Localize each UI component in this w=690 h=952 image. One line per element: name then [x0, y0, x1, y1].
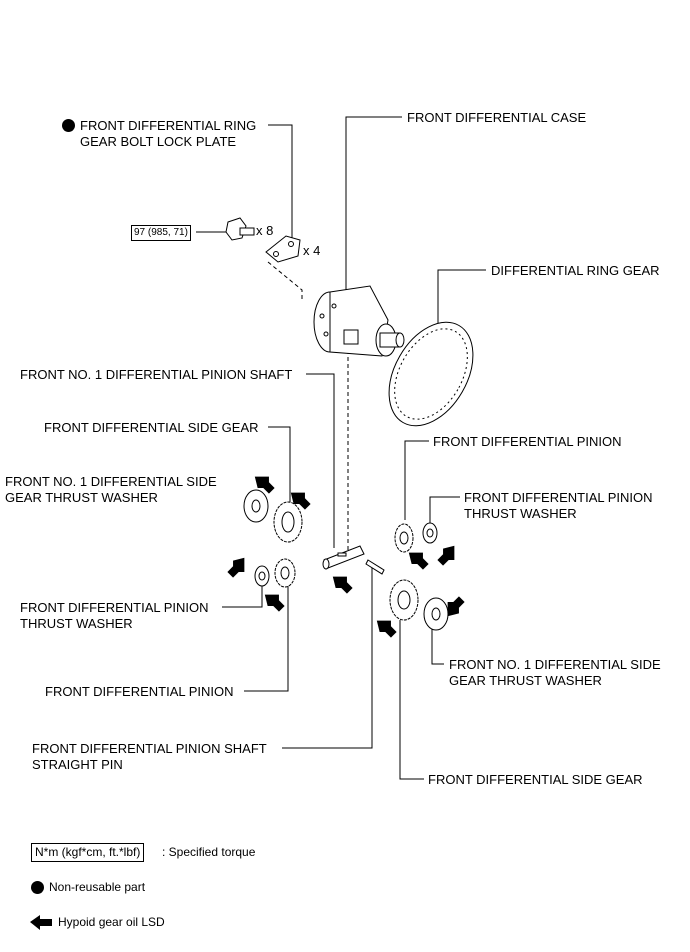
label-pinion-washer-right: FRONT DIFFERENTIAL PINION THRUST WASHER — [464, 490, 653, 521]
differential-case-icon — [313, 285, 405, 357]
label-side-gear-left: FRONT DIFFERENTIAL SIDE GEAR — [44, 420, 259, 435]
non-reusable-dot-icon — [62, 119, 75, 132]
side-washer-right-icon — [423, 597, 449, 631]
side-gear-left-icon — [273, 501, 303, 543]
label-lock-plate: FRONT DIFFERENTIAL RING GEAR BOLT LOCK P… — [80, 118, 256, 150]
bolt-quantity: x 8 — [256, 223, 274, 238]
legend-torque-unit-box: N*m (kgf*cm, ft.*lbf) — [31, 843, 145, 862]
pinion-right-icon — [394, 523, 414, 553]
lube-arrow-icon — [437, 545, 455, 566]
pinion-shaft-icon — [322, 545, 365, 570]
lube-arrow-icon — [376, 620, 397, 638]
leader-straight-pin — [282, 565, 373, 749]
label-lock-plate-text: FRONT DIFFERENTIAL RING GEAR BOLT LOCK P… — [80, 118, 257, 149]
label-pinion-shaft: FRONT NO. 1 DIFFERENTIAL PINION SHAFT — [20, 367, 293, 382]
legend-non-reusable: Non-reusable part — [49, 880, 146, 894]
legend-torque-desc: : Specified torque — [162, 845, 256, 859]
leader-ring-gear — [437, 269, 486, 330]
leader-side-washer-right — [431, 628, 444, 665]
lube-arrow-icon — [447, 596, 465, 617]
side-gear-right-icon — [389, 579, 419, 621]
lube-arrow-icon — [227, 557, 245, 578]
label-side-washer-left: FRONT NO. 1 DIFFERENTIAL SIDE GEAR THRUS… — [5, 474, 217, 505]
lube-arrow-icon — [254, 476, 275, 494]
leader-pinion-left — [244, 585, 289, 692]
leader-pinion-washer-left — [222, 585, 263, 608]
leader-lock-plate — [268, 124, 293, 248]
legend-non-reusable-dot-icon — [31, 881, 44, 894]
lube-arrow-icon — [290, 492, 311, 510]
legend-arrow-icon — [30, 915, 52, 930]
leader-side-gear-left — [268, 426, 291, 505]
label-side-washer-right: FRONT NO. 1 DIFFERENTIAL SIDE GEAR THRUS… — [449, 657, 661, 688]
leader-pinion-shaft — [306, 373, 335, 548]
label-straight-pin: FRONT DIFFERENTIAL PINION SHAFT STRAIGHT… — [32, 741, 267, 772]
label-pinion-right: FRONT DIFFERENTIAL PINION — [433, 434, 622, 449]
torque-spec-box: 97 (985, 71) — [131, 225, 191, 241]
leader-pinion-right — [404, 440, 429, 520]
pinion-left-icon — [274, 558, 296, 588]
label-case: FRONT DIFFERENTIAL CASE — [407, 110, 587, 125]
leader-case — [345, 116, 402, 290]
lube-arrow-icon — [332, 576, 353, 594]
straight-pin-icon — [365, 559, 385, 575]
lock-plate-quantity: x 4 — [303, 243, 321, 258]
side-washer-left-icon — [243, 489, 269, 523]
assembly-line-1 — [267, 261, 303, 302]
lube-arrow-icon — [264, 594, 285, 612]
lock-plate-icon — [265, 235, 301, 263]
lube-arrow-icon — [408, 552, 429, 570]
label-pinion-left: FRONT DIFFERENTIAL PINION — [45, 684, 234, 699]
legend-lubricant: Hypoid gear oil LSD — [58, 915, 165, 929]
label-ring-gear: DIFFERENTIAL RING GEAR — [491, 263, 660, 278]
label-side-gear-right: FRONT DIFFERENTIAL SIDE GEAR — [428, 772, 643, 787]
pinion-washer-right-icon — [422, 522, 438, 544]
bolt-icon — [225, 217, 255, 241]
leader-side-gear-right — [399, 620, 424, 780]
leader-pinion-washer-right — [429, 496, 460, 524]
pinion-washer-left-icon — [254, 565, 270, 587]
ring-gear-icon — [388, 321, 474, 427]
label-pinion-washer-left: FRONT DIFFERENTIAL PINION THRUST WASHER — [20, 600, 209, 631]
